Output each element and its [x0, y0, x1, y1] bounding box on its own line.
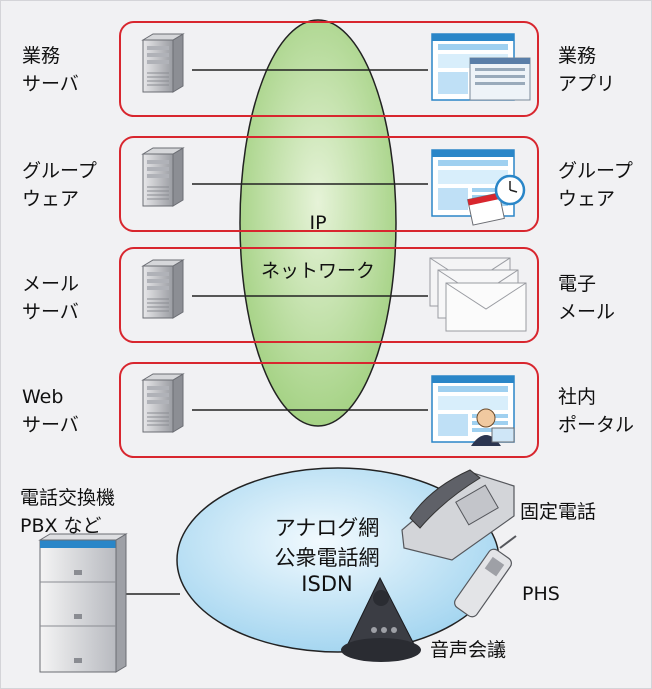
- ip-network-label-network: ネットワーク: [260, 260, 375, 282]
- groupware-calendar-clock-icon: [431, 149, 526, 226]
- analog-network-label-analog: アナログ網: [274, 516, 380, 540]
- analog-network-label-isdn: ISDN: [301, 572, 353, 596]
- left-label-mail-server: メール サーバ: [22, 273, 80, 323]
- pbx-cabinet-icon: [38, 533, 128, 673]
- row-box-groupware: [119, 136, 539, 232]
- portal-user-icon: [431, 375, 515, 446]
- ip-network-cloud: [239, 19, 397, 427]
- device-label-desk-phone: 固定電話: [520, 501, 597, 523]
- envelope-stack-icon: [429, 257, 527, 332]
- row-box-business: [119, 21, 539, 117]
- row-box-web: [119, 362, 539, 458]
- device-label-conference: 音声会議: [430, 639, 507, 661]
- ip-network-label-ip: IP: [309, 212, 327, 234]
- device-label-phs: PHS: [522, 583, 560, 605]
- right-label-groupware: グループ ウェア: [558, 160, 633, 210]
- left-label-web-server: Web サーバ: [22, 386, 79, 436]
- left-label-groupware: グループ ウェア: [22, 160, 97, 210]
- server-icon: [142, 259, 184, 319]
- server-icon: [142, 33, 184, 93]
- left-label-business-server: 業務 サーバ: [22, 45, 79, 95]
- server-icon: [142, 373, 184, 433]
- desk-phone-icon: [401, 469, 515, 561]
- phs-handset-icon: [454, 535, 517, 618]
- right-label-portal: 社内 ポータル: [558, 386, 635, 436]
- pbx-label: 電話交換機 PBX など: [20, 487, 116, 537]
- row-box-mail: [119, 247, 539, 343]
- right-label-email: 電子 メール: [558, 273, 616, 323]
- right-label-business-app: 業務 アプリ: [558, 45, 616, 95]
- analog-network-label-pstn: 公衆電話網: [274, 546, 380, 570]
- server-icon: [142, 147, 184, 207]
- business-app-window-icon: [431, 33, 531, 101]
- conference-phone-icon: [341, 576, 421, 662]
